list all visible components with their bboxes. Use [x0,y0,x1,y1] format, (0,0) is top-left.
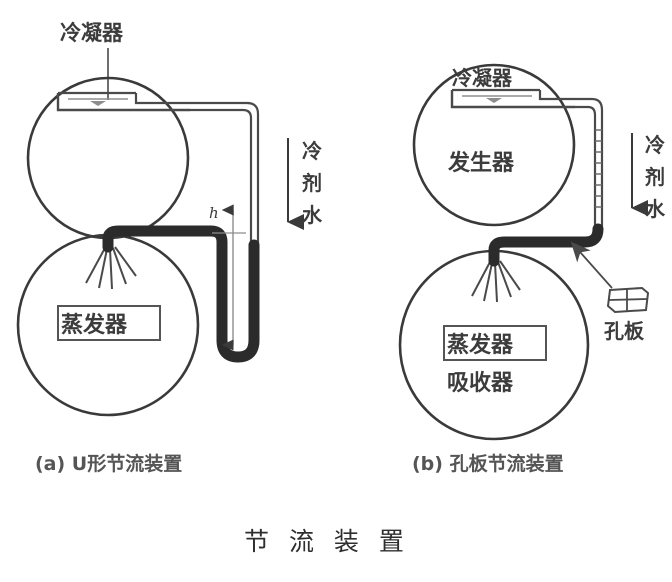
panel-a-caption: (a) U形节流装置 [35,452,182,475]
panel-a-h-label: h [209,204,219,222]
panel-b-tray-outlet [538,90,575,101]
panel-b-thin-pipe-outer [573,97,604,228]
panel-a-spray-nozzle-icon [85,246,137,290]
panel-b-tray-body [450,90,575,109]
panel-b-orifice-plate-label: 孔板 [604,319,645,343]
panel-b-flow-label-char-2: 水 [645,197,666,221]
panel-a-tray-body [56,93,190,112]
panel-b-orifice-hatching [595,129,602,208]
panel-b-orifice-callout-leader [570,241,613,289]
panel-a-flow-label-char-1: 剂 [302,171,322,195]
panel-a-flow-label-char-0: 冷 [302,139,322,163]
panel-b-evaporator-label: 蒸发器 [447,332,514,358]
panel-b-spray-nozzle-icon [471,260,521,303]
panel-a-thin-pipe-outer [188,101,260,347]
panel-b-condenser-label: 冷凝器 [452,66,513,90]
panel-a-evaporator-label: 蒸发器 [61,312,128,338]
panel-b-flow-label-char-1: 剂 [645,165,665,189]
figure-title: 节 流 装 置 [244,527,410,556]
panel-b-liquid-level-symbol [486,98,502,103]
panel-b-upper-vessel [412,63,576,227]
panel-b-thick-pipe [488,223,604,267]
panel-b-flow-label-char-0: 冷 [645,133,665,157]
panel-a-evaporator-label-box [57,305,161,341]
orifice-plate-icon [606,286,650,314]
panel-a: 冷凝器 [16,21,323,475]
panel-a-flow-label-char-2: 水 [302,203,323,227]
panel-a-liquid-level-symbol [90,101,106,106]
panel-b-absorber-label: 吸收器 [447,370,514,396]
panel-b-generator-label: 发生器 [447,150,515,176]
panel-a-condenser-label: 冷凝器 [60,21,124,45]
panel-a-thick-pipe-u-trap [102,225,260,363]
panel-b-caption: (b) 孔板节流装置 [412,452,564,475]
panel-b: 冷凝器 发生器 [398,63,666,475]
panel-a-thin-pipe-inner [188,108,253,347]
panel-b-thin-pipe-inner [573,105,597,228]
panel-a-tray-outlet [134,93,190,105]
panel-b-evaporator-label-box [443,325,547,361]
